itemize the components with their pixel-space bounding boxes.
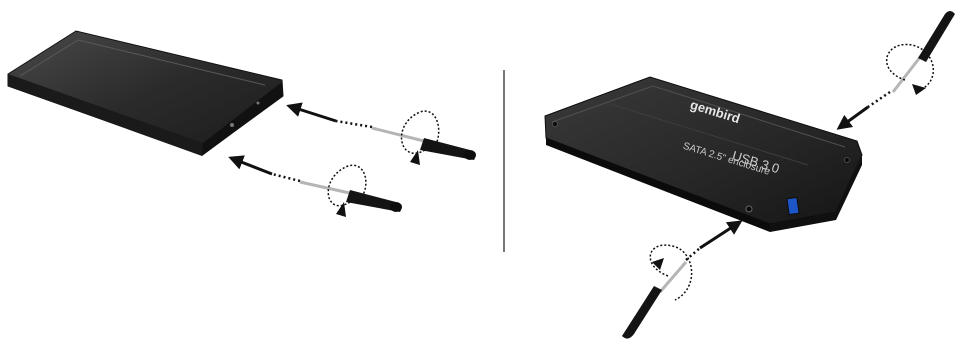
enclosure-icon (8, 31, 283, 156)
screwdriver-icon (622, 262, 686, 339)
screwdriver-icon (300, 182, 402, 212)
screwdriver-icon (372, 128, 476, 160)
